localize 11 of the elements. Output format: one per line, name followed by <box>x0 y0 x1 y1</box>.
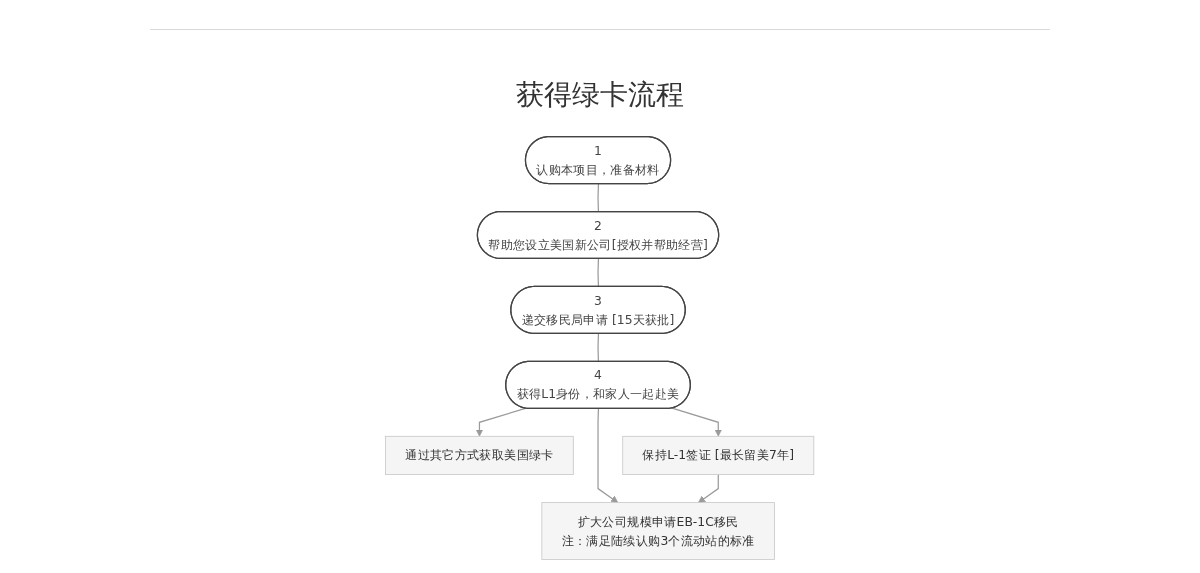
node-box: 扩大公司规模申请EB-1C移民 注：满足陆续认购3个流动站的标准 <box>541 502 776 560</box>
node-box: 通过其它方式获取美国绿卡 <box>385 435 575 475</box>
node-box: 保持L-1签证 [最长留美7年] <box>622 435 815 475</box>
arrow <box>476 407 527 437</box>
arrow <box>671 407 723 437</box>
arrow <box>698 474 720 503</box>
connector <box>597 258 600 288</box>
connector <box>597 333 600 363</box>
connector <box>597 183 600 213</box>
arrow <box>597 408 619 503</box>
diagram-title: 获得绿卡流程 <box>516 77 684 113</box>
